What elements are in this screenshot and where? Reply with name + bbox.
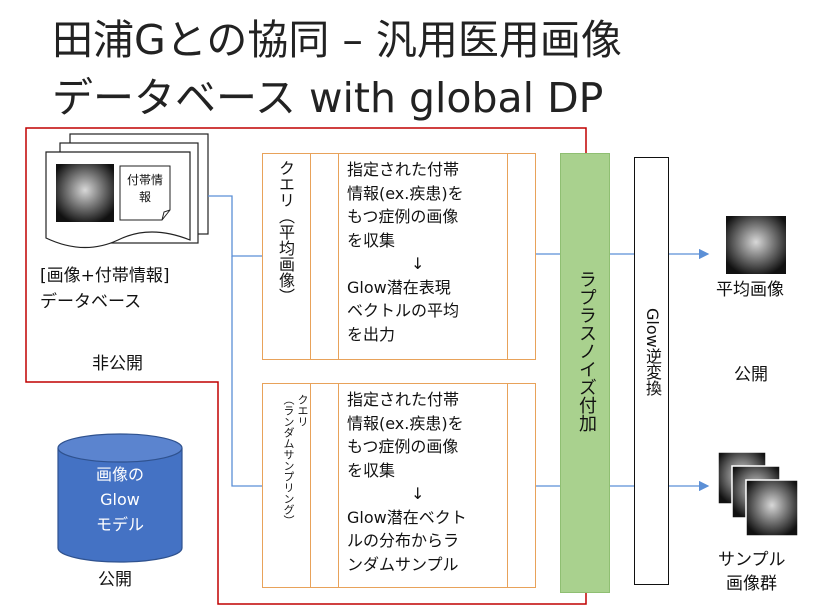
glow-model-text-line-1: 画像の [95,465,144,484]
glow-model-cylinder [57,433,183,563]
step-line: Glow潜在表現 [347,277,451,297]
step-line: 指定された付帯 [347,160,460,179]
query-average-header: クエリ（平均画像） [276,160,295,304]
step-line: 指定された付帯 [347,390,460,409]
laplace-noise-label: ラプラスノイズ付加 [576,270,597,432]
step-line: を出力 [347,324,396,344]
step-line: を収集 [347,230,396,250]
title-line-1: 田浦Gとの協同 – 汎用医用画像 [52,16,622,64]
title-line-2: データベース with global DP [52,74,604,122]
query-random-panel: クエリ （ランダムサンプリング） 指定された付帯 情報(ex.疾患)を もつ症例… [262,383,536,588]
private-region-border [25,127,587,605]
average-image-label: 平均画像 [716,280,784,300]
average-xray-image [726,216,786,274]
step-arrow: ↓ [411,484,425,503]
step-line: もつ症例の画像 [347,207,459,226]
step-line: 情報(ex.疾患)を [347,183,464,203]
database-label-line-1: [画像+付帯情報] [40,266,170,286]
sample-xray-images [717,451,799,537]
query-random-steps: 指定された付帯 情報(ex.疾患)を もつ症例の画像 を収集 ↓ Glow潜在ベ… [347,388,507,576]
step-line: もつ症例の画像 [347,437,459,456]
sample-images-label-line-2: 画像群 [726,574,777,594]
glow-model-public-label: 公開 [98,570,132,590]
laplace-noise-bar: ラプラスノイズ付加 [560,153,610,593]
query-average-steps: 指定された付帯 情報(ex.疾患)を もつ症例の画像 を収集 ↓ Glow潜在表… [347,158,507,346]
glow-model-text: 画像の Glow モデル [58,462,182,537]
glow-model-text-line-3: モデル [95,515,144,534]
public-output-label: 公開 [734,365,768,385]
glow-model-text-line-2: Glow [100,490,140,509]
step-line: ンダムサンプル [347,554,459,574]
step-line: を収集 [347,460,396,480]
glow-inverse-label: Glow逆変換 [643,308,662,396]
step-line: Glow潜在ベクト [347,507,467,527]
database-label-line-2: データベース [40,292,142,312]
step-line: 情報(ex.疾患)を [347,413,464,433]
query-random-header-line-1: クエリ [296,394,309,427]
sample-images-label-line-1: サンプル [718,550,786,570]
query-average-panel: クエリ（平均画像） 指定された付帯 情報(ex.疾患)を もつ症例の画像 を収集… [262,153,536,360]
private-label: 非公開 [92,354,143,374]
glow-inverse-box: Glow逆変換 [634,157,669,585]
step-arrow: ↓ [411,254,425,273]
database-tag-label: 付帯情報 [126,173,163,204]
query-random-header-line-2: （ランダムサンプリング） [282,394,295,526]
query-random-header: クエリ （ランダムサンプリング） [265,394,309,584]
step-line: ルの分布からラ [347,531,460,550]
step-line: ベクトルの平均 [347,301,460,320]
database-document-stack [45,133,209,249]
